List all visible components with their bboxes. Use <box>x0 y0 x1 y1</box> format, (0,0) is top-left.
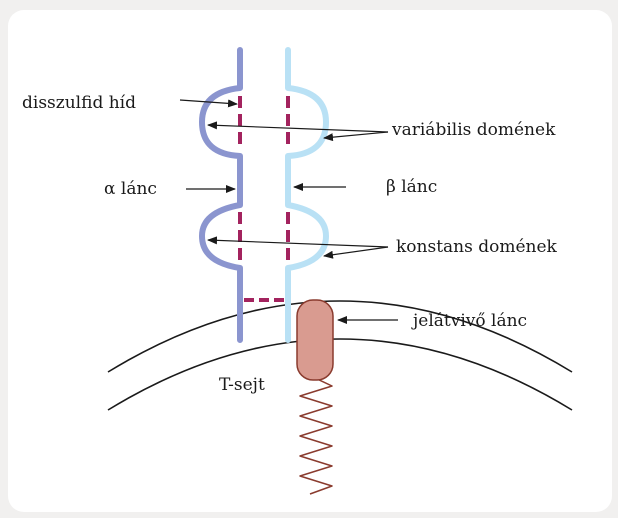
alpha-chain <box>202 50 240 340</box>
label-disulfide-bridge: disszulfid híd <box>22 93 136 113</box>
label-t-cell: T-sejt <box>219 375 265 395</box>
arrow-variable-alpha <box>208 125 388 132</box>
arrow-constant-alpha <box>208 240 388 247</box>
label-variable-domains: variábilis domének <box>392 120 555 140</box>
label-alpha-chain: α lánc <box>104 179 157 199</box>
arrow-variable-beta <box>324 132 388 138</box>
signal-chain-body <box>297 300 333 380</box>
arrow-constant-beta <box>324 247 388 256</box>
label-constant-domains: konstans domének <box>396 237 557 257</box>
signal-chain-tail <box>300 378 332 494</box>
label-beta-chain: β lánc <box>386 177 437 197</box>
beta-chain <box>288 50 326 340</box>
label-signal-chain: jelátvivő lánc <box>413 311 527 331</box>
cell-membrane-inner <box>108 339 572 410</box>
